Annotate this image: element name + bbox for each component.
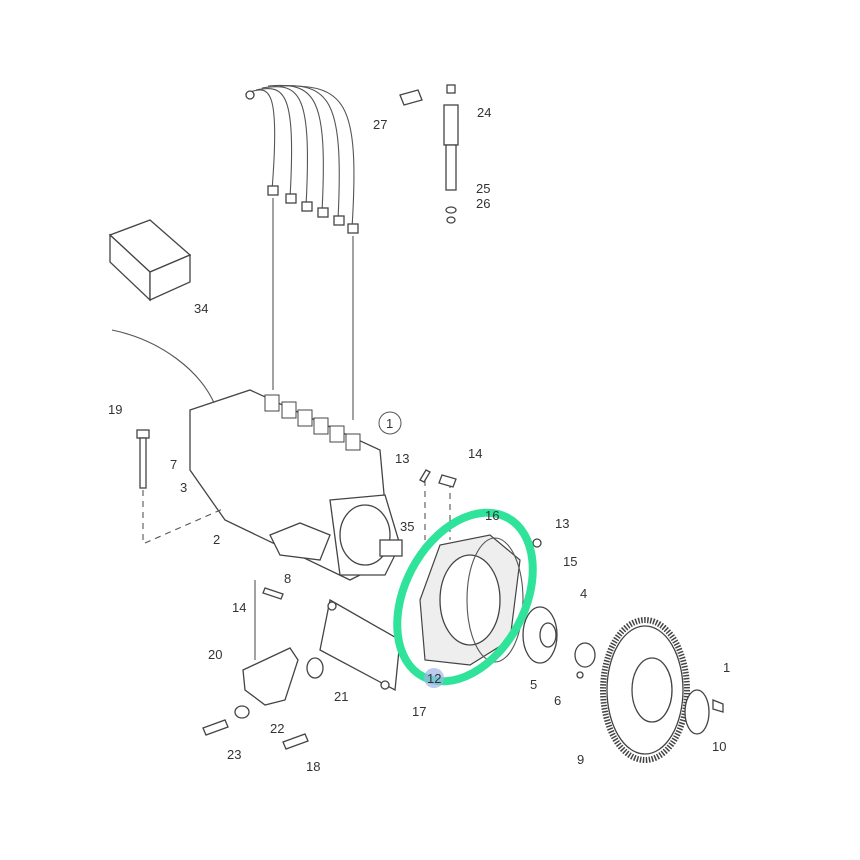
label-1: 1	[386, 416, 394, 431]
gear-9	[600, 617, 724, 763]
label-3: 3	[180, 480, 188, 495]
timing-housing	[419, 469, 542, 666]
label-23: 23	[227, 747, 242, 762]
injector-parts	[399, 84, 459, 224]
label-12: 12	[427, 671, 442, 686]
bracket-20	[202, 580, 324, 750]
label-11-partial: 1	[723, 660, 731, 675]
label-13b: 13	[555, 516, 570, 531]
label-22: 22	[270, 721, 285, 736]
plate-17	[319, 598, 401, 692]
cover-34	[108, 219, 216, 406]
label-10: 10	[712, 739, 727, 754]
label-35: 35	[400, 519, 415, 534]
label-17: 17	[412, 704, 427, 719]
label-19: 19	[108, 402, 123, 417]
label-9: 9	[577, 752, 585, 767]
label-14: 14	[468, 446, 483, 461]
label-27: 27	[373, 117, 388, 132]
label-6: 6	[554, 693, 562, 708]
injector-pipes	[245, 84, 359, 420]
label-21: 21	[334, 689, 349, 704]
highlight-marker	[424, 668, 444, 688]
label-16: 16	[485, 508, 500, 523]
label-4: 4	[580, 586, 588, 601]
label-5: 5	[530, 677, 538, 692]
label-14b: 14	[232, 600, 247, 615]
label-34: 34	[194, 301, 209, 316]
label-26: 26	[476, 196, 491, 211]
label-7: 7	[170, 457, 178, 472]
label-15: 15	[563, 554, 578, 569]
label-25: 25	[476, 181, 491, 196]
label-18: 18	[306, 759, 321, 774]
label-24: 24	[477, 105, 492, 120]
bolt-19	[136, 429, 150, 545]
label-2: 2	[213, 532, 221, 547]
highlight-circle	[393, 508, 537, 686]
label-13: 13	[395, 451, 410, 466]
injection-pump-body	[144, 389, 403, 581]
label-20: 20	[208, 647, 223, 662]
label-8: 8	[284, 571, 292, 586]
hub-4	[522, 606, 596, 679]
